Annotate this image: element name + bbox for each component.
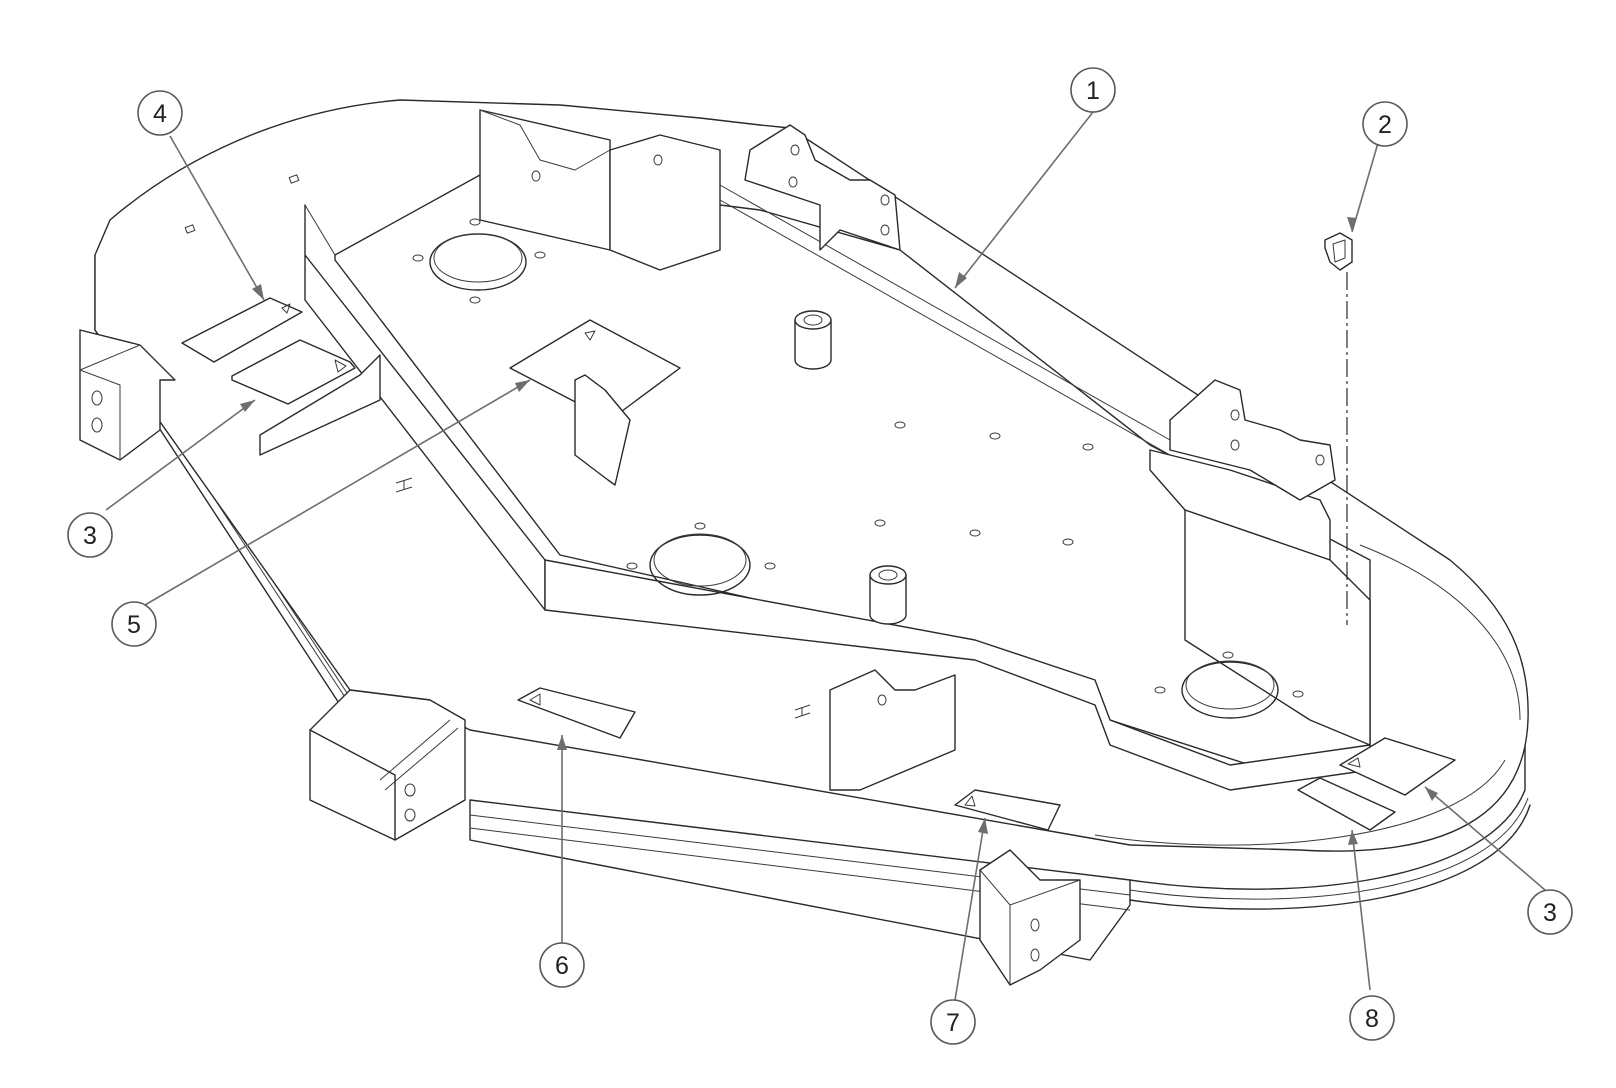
callout-4-label: 4 <box>153 100 167 128</box>
callout-3-left: 3 <box>67 512 113 558</box>
spindle-bosses <box>794 310 907 625</box>
callout-3-left-label: 3 <box>83 522 97 550</box>
callout-8-label: 8 <box>1365 1005 1379 1033</box>
callout-7-label: 7 <box>946 1009 960 1037</box>
callout-5-label: 5 <box>127 611 141 639</box>
callout-6: 6 <box>539 942 585 988</box>
callout-3-right-label: 3 <box>1543 899 1557 927</box>
callout-5: 5 <box>111 601 157 647</box>
left-hitch-bracket <box>79 329 176 461</box>
callout-8: 8 <box>1349 995 1395 1041</box>
callout-2: 2 <box>1362 101 1408 147</box>
leader-lines <box>105 111 1546 1001</box>
callout-3-right: 3 <box>1527 889 1573 935</box>
callout-6-label: 6 <box>555 952 569 980</box>
front-center-bracket <box>829 669 956 791</box>
spindle-openings <box>429 233 1279 719</box>
rear-pivot-bracket-right <box>1169 379 1336 501</box>
left-front-corner-bracket <box>309 689 466 841</box>
fastener-markers <box>184 174 811 719</box>
callout-4: 4 <box>137 90 183 136</box>
rear-pivot-bracket-left <box>744 124 901 251</box>
item-2-nut-clip <box>1324 232 1353 625</box>
callout-1-label: 1 <box>1086 77 1100 105</box>
decals <box>181 297 1456 831</box>
callout-1: 1 <box>1070 67 1116 113</box>
callout-7: 7 <box>930 999 976 1045</box>
front-right-hitch-bracket <box>979 849 1081 986</box>
bolt-holes <box>412 218 1304 698</box>
leader-arrowheads <box>240 217 1438 845</box>
callout-2-label: 2 <box>1378 111 1392 139</box>
